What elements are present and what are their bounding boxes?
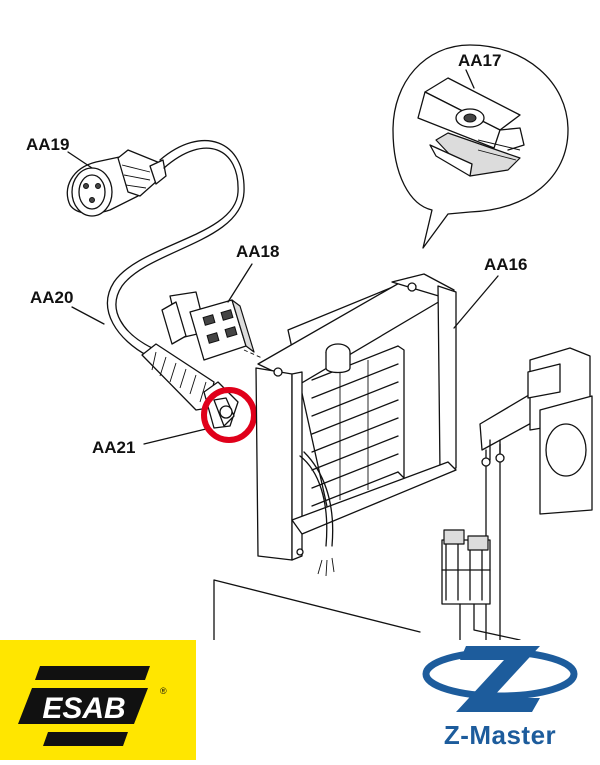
aa18-switch: AA18 xyxy=(161,242,279,361)
aa21-cable-gland: AA21 xyxy=(92,343,239,457)
label-aa17: AA17 xyxy=(458,51,501,70)
heatsink-fins xyxy=(311,345,405,507)
chassis-board xyxy=(213,347,593,640)
relay-block xyxy=(441,529,491,605)
label-aa16: AA16 xyxy=(484,255,527,274)
aa16-housing: AA16 xyxy=(255,255,527,577)
highlight-circle xyxy=(201,387,257,443)
esab-logo: ESAB ® xyxy=(0,640,196,760)
zmaster-logo-text: Z-Master xyxy=(443,720,557,750)
zmaster-z-mark xyxy=(422,646,578,712)
esab-logo-text: ESAB xyxy=(42,692,125,725)
aa17-clip-nut xyxy=(417,77,525,177)
aa17-detail-callout: AA17 xyxy=(392,44,569,249)
zmaster-logo: Z-Master xyxy=(400,640,600,760)
label-aa21: AA21 xyxy=(92,438,135,457)
exploded-parts-diagram: AA17 AA19 AA20 AA21 xyxy=(26,44,593,640)
esab-registered-mark: ® xyxy=(160,686,167,696)
label-aa20: AA20 xyxy=(30,288,73,307)
esab-logo-mark: ESAB ® xyxy=(18,666,167,746)
aa19-plug: AA19 xyxy=(26,135,167,217)
aa20-cable: AA20 xyxy=(30,139,245,357)
label-aa18: AA18 xyxy=(236,242,279,261)
label-aa19: AA19 xyxy=(26,135,69,154)
